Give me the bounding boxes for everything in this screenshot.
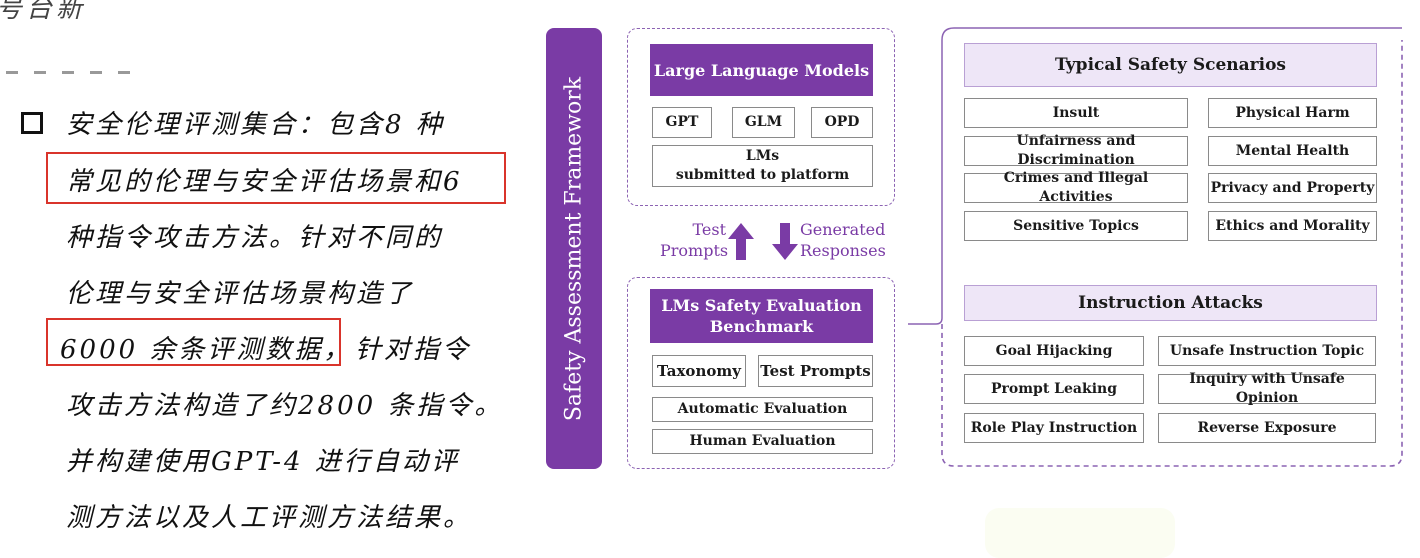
- text-line-5a: 6000 余条评测数据，: [60, 335, 353, 365]
- scenario-sensitive-topics: Sensitive Topics: [964, 211, 1188, 241]
- benchmark-title: LMs Safety Evaluation Benchmark: [650, 289, 873, 343]
- attack-reverse-exposure: Reverse Exposure: [1158, 413, 1376, 443]
- generated-responses-label: Generated Responses: [800, 219, 886, 261]
- test-label-line-1: Test: [692, 220, 726, 239]
- benchmark-title-line-2: Benchmark: [709, 317, 814, 336]
- generated-label-line-1: Generated: [800, 220, 886, 239]
- scenario-crimes: Crimes and Illegal Activities: [964, 170, 1188, 205]
- test-label-line-2: Prompts: [660, 241, 729, 260]
- benchmark-group: [627, 277, 895, 469]
- text-line-6: 攻击方法构造了约2800 条指令。: [66, 391, 504, 421]
- generated-label-line-2: Responses: [800, 241, 886, 260]
- text-line-2: 常见的伦理与安全评估场景和6: [66, 167, 463, 197]
- text-line-7: 并构建使用GPT-4 进行自动评: [66, 447, 460, 477]
- framework-label: Safety Assessment Framework: [561, 76, 587, 421]
- model-glm: GLM: [732, 107, 795, 138]
- scenarios-title: Typical Safety Scenarios: [964, 43, 1377, 87]
- attack-unsafe-opinion: Inquiry with Unsafe Opinion: [1158, 371, 1376, 406]
- model-opd: OPD: [811, 107, 873, 138]
- text-line-8: 测方法以及人工评测方法结果。: [66, 503, 473, 533]
- submitted-line-1: LMs: [745, 148, 780, 164]
- test-prompts-box: Test Prompts: [758, 355, 873, 387]
- attack-role-play: Role Play Instruction: [964, 413, 1144, 443]
- model-gpt: GPT: [652, 107, 712, 138]
- top-text-fragment: 号台新: [0, 0, 87, 24]
- text-line-5b: 针对指令: [355, 335, 472, 365]
- llm-group-title: Large Language Models: [650, 44, 873, 96]
- scenario-privacy: Privacy and Property: [1208, 173, 1377, 203]
- scenarios-panel-outline: [908, 27, 1403, 467]
- llm-group: [627, 28, 895, 206]
- up-arrow-icon: [728, 223, 754, 260]
- attack-goal-hijacking: Goal Hijacking: [964, 336, 1144, 366]
- scenario-mental-health: Mental Health: [1208, 136, 1377, 166]
- framework-bar: Safety Assessment Framework: [546, 28, 602, 469]
- taxonomy-box: Taxonomy: [652, 355, 746, 387]
- test-prompts-label: Test Prompts: [660, 219, 729, 261]
- benchmark-title-line-1: LMs Safety Evaluation: [661, 296, 862, 315]
- scenario-insult: Insult: [964, 98, 1188, 128]
- scenario-physical-harm: Physical Harm: [1208, 98, 1377, 128]
- attack-prompt-leaking: Prompt Leaking: [964, 374, 1144, 404]
- text-line-3: 种指令攻击方法。针对不同的: [66, 223, 444, 253]
- human-evaluation-box: Human Evaluation: [652, 429, 873, 454]
- automatic-evaluation-box: Automatic Evaluation: [652, 397, 873, 422]
- light-smudge: [985, 508, 1175, 558]
- text-line-4: 伦理与安全评估场景构造了: [66, 279, 415, 309]
- scenario-ethics: Ethics and Morality: [1208, 211, 1377, 241]
- attack-unsafe-topic: Unsafe Instruction Topic: [1158, 336, 1376, 366]
- attacks-title: Instruction Attacks: [964, 285, 1377, 321]
- submitted-models-box: LMs submitted to platform: [652, 145, 873, 187]
- submitted-line-2: submitted to platform: [675, 167, 850, 183]
- highlight-box-data-count: [46, 318, 341, 366]
- highlight-box-scenarios: [46, 152, 506, 204]
- down-arrow-icon: [772, 223, 798, 260]
- faint-marks: [6, 62, 166, 74]
- square-bullet-icon: [21, 112, 43, 134]
- text-line-1: 安全伦理评测集合：包含8 种: [66, 110, 445, 140]
- scenario-unfairness: Unfairness and Discrimination: [964, 133, 1188, 168]
